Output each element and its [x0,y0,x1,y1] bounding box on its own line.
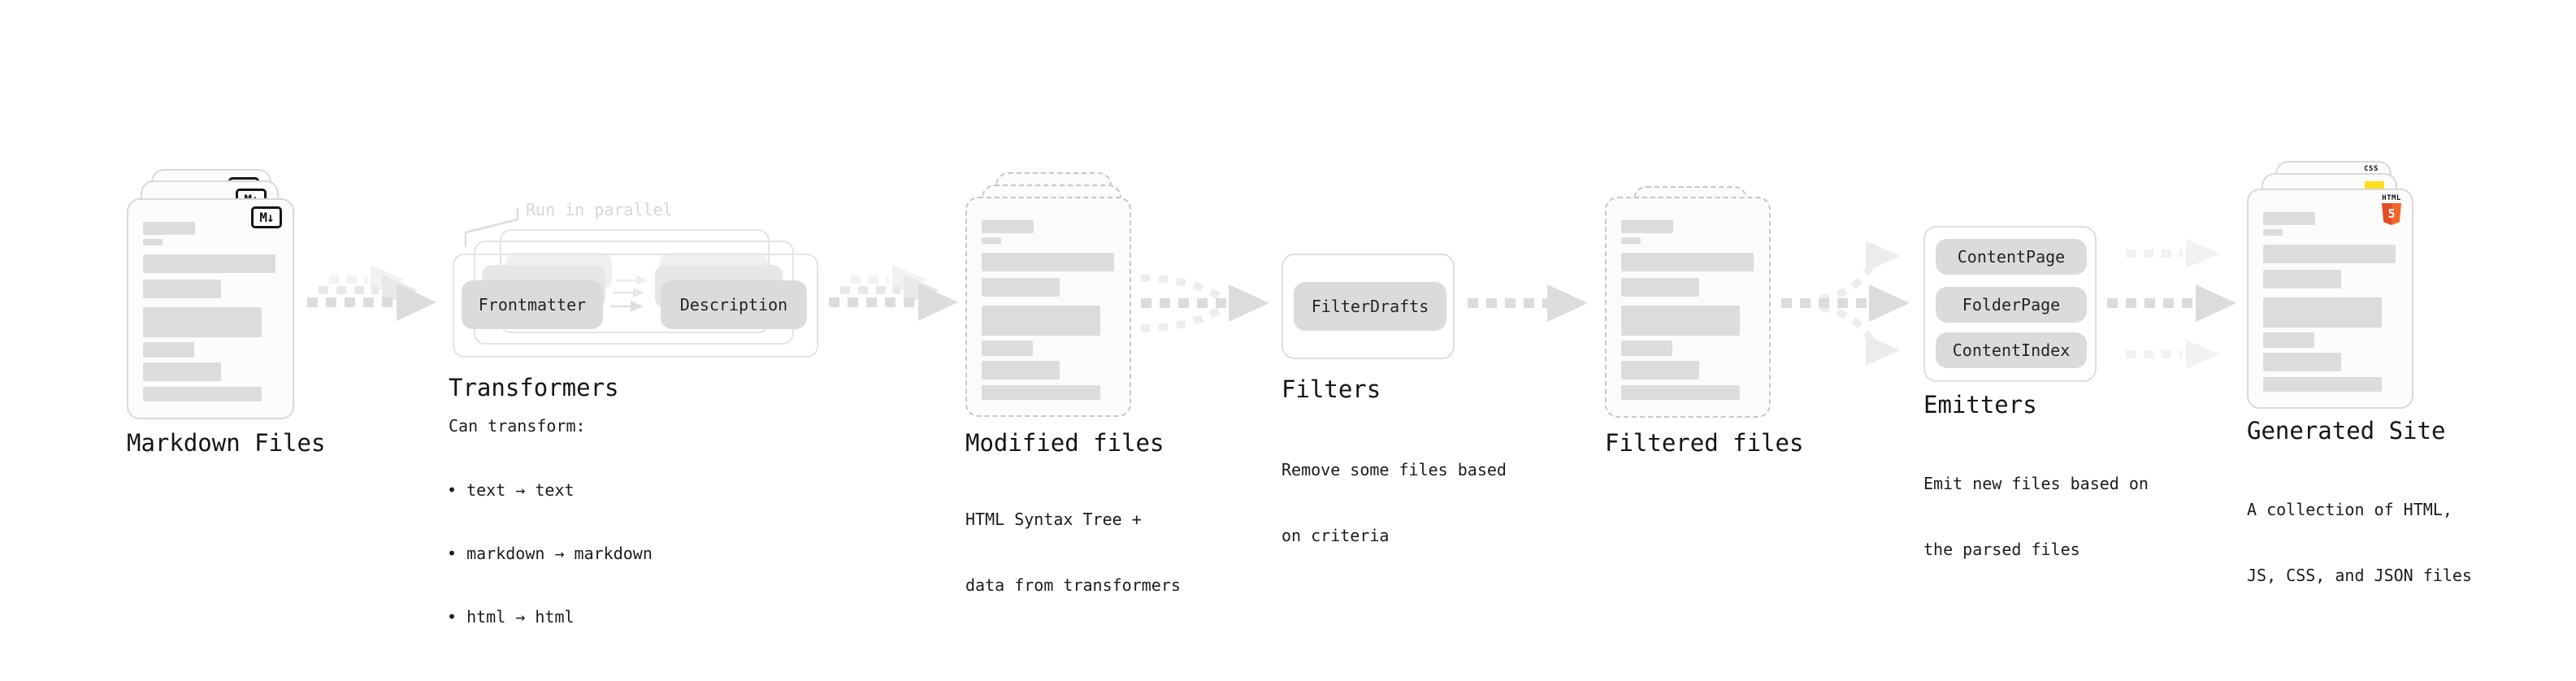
stage-title-filtered-files: Filtered files [1605,429,1804,457]
arrow-modified-to-filters-merge [1140,274,1269,332]
filtered-files-stack [1581,182,1792,426]
stage-title-markdown-files: Markdown Files [127,429,326,457]
generated-doc-card-html: HTML 5 [2247,189,2413,409]
stage-title-filters: Filters [1281,375,1381,403]
generated-site-stack: CSS HTML 5 [2223,156,2442,424]
caption-line: HTML Syntax Tree + [965,510,1142,529]
stage-title-transformers: Transformers [449,374,619,401]
bullet-item: • text → text [447,480,575,500]
run-in-parallel-leader-line [464,207,519,248]
text-line-placeholder [2263,212,2315,225]
transformer-node-frontmatter: Frontmatter [462,280,603,329]
arrow-filtered-to-emitters-fanout [1781,241,1910,366]
text-line-placeholder [2263,245,2396,263]
html5-icon-shield: 5 [2382,203,2401,225]
text-line-placeholder [1621,253,1754,271]
text-line-placeholder [982,220,1034,233]
doc-content-skeleton [967,198,1130,400]
text-line-placeholder [1621,306,1740,336]
text-line-placeholder [982,361,1060,380]
text-line-placeholder [1621,220,1673,233]
doc-content-skeleton [128,200,293,401]
doc-content-skeleton [1607,198,1769,400]
filtered-doc-card-front [1605,197,1771,418]
arrow-markdown-to-transformers [307,265,436,321]
text-line-placeholder [2263,353,2341,371]
caption-line: data from transformers [965,575,1181,595]
text-line-placeholder [2263,270,2341,288]
caption-line: Remove some files based [1281,460,1507,479]
caption-line: JS, CSS, and JSON files [2247,566,2472,585]
arrow-filters-to-filtered [1468,284,1588,322]
css-icon-label: CSS [2364,165,2379,173]
text-line-placeholder [143,342,194,358]
text-line-placeholder [982,306,1100,336]
text-line-placeholder [982,385,1100,400]
modified-doc-card-front [965,197,1131,417]
html5-icon-label: HTML [2382,194,2401,202]
emitters-panel: ContentPage FolderPage ContentIndex [1923,226,2097,382]
text-line-placeholder [1621,237,1641,244]
transformers-bullet-list: • text → text • markdown → markdown • ht… [447,437,653,670]
bullet-item: • html → html [447,607,575,627]
markdown-icon: M↓ [251,206,282,228]
filters-caption: Remove some files based on criteria [1281,415,1507,591]
text-line-placeholder [143,307,262,337]
text-line-placeholder [982,253,1114,271]
text-line-placeholder [2263,332,2314,348]
generated-site-caption: A collection of HTML, JS, CSS, and JSON … [2247,455,2472,631]
text-line-placeholder [1621,385,1740,400]
filter-node-filterdrafts: FilterDrafts [1294,282,1446,331]
run-in-parallel-annotation: Run in parallel [526,200,673,219]
markdown-files-stack: M↓ M↓ M↓ [102,159,322,427]
arrow-frontmatter-to-description [610,275,648,312]
markdown-doc-card-front: M↓ [127,198,294,419]
text-line-placeholder [2263,297,2382,327]
modified-files-caption: HTML Syntax Tree + data from transformer… [965,465,1181,640]
text-line-placeholder [982,278,1060,297]
text-line-placeholder [2263,229,2283,236]
arrow-transformers-to-modified [829,265,958,321]
modified-files-stack [941,169,1152,429]
text-line-placeholder [143,362,221,381]
arrow-emitters-to-generated [2107,239,2236,369]
caption-line: on criteria [1281,526,1390,545]
text-line-placeholder [2263,377,2382,392]
text-line-placeholder [143,254,275,273]
text-line-placeholder [1621,278,1699,297]
emitter-node-folderpage: FolderPage [1936,287,2087,323]
text-line-placeholder [143,280,221,298]
transformer-node-description: Description [661,280,807,329]
text-line-placeholder [143,239,163,245]
emitter-node-contentindex: ContentIndex [1936,332,2087,368]
stage-title-generated-site: Generated Site [2247,417,2446,445]
caption-line: A collection of HTML, [2247,500,2452,519]
text-line-placeholder [982,237,1001,244]
caption-line: Emit new files based on [1923,474,2149,493]
bullet-item: • markdown → markdown [447,544,653,563]
text-line-placeholder [143,222,195,235]
caption-line: the parsed files [1923,540,2080,559]
filters-panel: FilterDrafts [1281,254,1455,359]
text-line-placeholder [1621,361,1699,380]
text-line-placeholder [1621,340,1672,356]
emitter-node-contentpage: ContentPage [1936,239,2087,275]
text-line-placeholder [143,387,262,401]
html5-icon: HTML 5 [2382,195,2401,225]
doc-content-skeleton [2249,190,2412,392]
text-line-placeholder [982,340,1033,356]
emitters-caption: Emit new files based on the parsed files [1923,429,2149,605]
stage-title-emitters: Emitters [1923,391,2037,419]
transformers-cluster: Frontmatter Description [430,193,861,372]
stage-title-modified-files: Modified files [965,429,1164,457]
transformers-caption: Can transform: [449,416,586,436]
transformer-layer-front [453,254,818,358]
